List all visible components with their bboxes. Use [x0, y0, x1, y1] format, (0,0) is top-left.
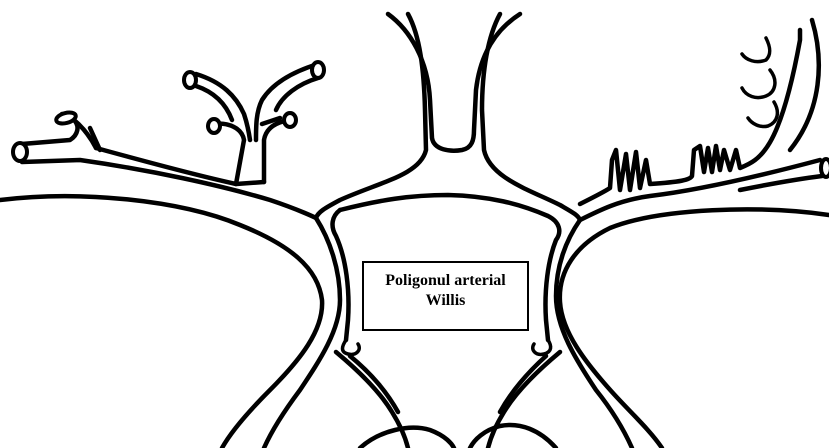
top-central-vessel [316, 14, 580, 220]
label-line-1: Poligonul arterial [364, 271, 527, 291]
right-middle-cerebral-artery [556, 209, 829, 448]
right-anterior-branches [580, 20, 829, 220]
circle-of-willis-label: Poligonul arterial Willis [362, 261, 529, 331]
label-line-2: Willis [364, 291, 527, 311]
left-middle-cerebral-artery [0, 196, 340, 448]
